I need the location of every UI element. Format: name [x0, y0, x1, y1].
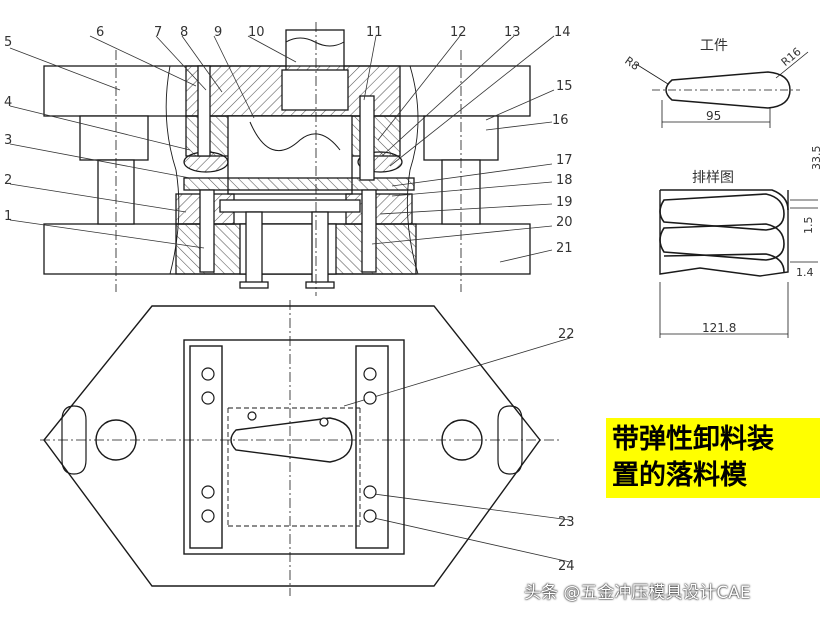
- title-line-2: 置的落料模: [612, 460, 747, 491]
- part-label-6: 6: [96, 25, 104, 40]
- part-label-22: 22: [558, 327, 575, 342]
- plan-holes: [201, 367, 377, 523]
- lower-plate-outline: [43, 305, 541, 587]
- part-label-21: 21: [556, 241, 573, 256]
- part-label-2: 2: [4, 173, 12, 188]
- screw-lower-left: [199, 189, 215, 273]
- push-rod-left: [245, 211, 263, 287]
- workpiece-label: 工件: [700, 38, 728, 54]
- section-view: [43, 22, 531, 296]
- part-label-12: 12: [450, 25, 467, 40]
- title-line-1: 带弹性卸料装: [612, 424, 774, 455]
- workpiece-view: [635, 51, 809, 128]
- part-label-19: 19: [556, 195, 573, 210]
- part-label-18: 18: [556, 173, 573, 188]
- part-label-9: 9: [214, 25, 222, 40]
- workpiece-outline: [665, 71, 791, 109]
- layout-label: 排样图: [692, 170, 734, 186]
- die-opening: [230, 417, 353, 463]
- layout-edge: 1.4: [796, 266, 814, 279]
- strip-layout-view: [659, 189, 818, 338]
- title-box: 带弹性卸料装 置的落料模: [606, 418, 820, 498]
- screw-right: [359, 95, 375, 181]
- part-label-10: 10: [248, 25, 265, 40]
- layout-gap-step: 1.5: [802, 217, 815, 235]
- part-label-17: 17: [556, 153, 573, 168]
- plan-view: [40, 300, 560, 596]
- part-label-14: 14: [554, 25, 571, 40]
- part-label-8: 8: [180, 25, 188, 40]
- workpiece-r8: R8: [622, 54, 641, 73]
- part-label-20: 20: [556, 215, 573, 230]
- part-label-13: 13: [504, 25, 521, 40]
- part-number-labels: 5 6 7 8 9 10 11 12 13 14 15 16 4 3 2 1 1…: [4, 25, 575, 574]
- part-label-15: 15: [556, 79, 573, 94]
- part-label-7: 7: [154, 25, 162, 40]
- push-rod-right: [311, 211, 329, 287]
- watermark: 头条 @五金冲压模具设计CAE: [524, 583, 751, 603]
- layout-pitch: 33.5: [810, 146, 823, 171]
- screw-lower-right: [361, 189, 377, 273]
- die-block: [183, 339, 405, 555]
- stripper-plate: [183, 177, 415, 191]
- part-label-16: 16: [552, 113, 569, 128]
- part-label-3: 3: [4, 133, 12, 148]
- workpiece-length: 95: [706, 109, 721, 123]
- part-label-23: 23: [558, 515, 575, 530]
- workpiece-r16: R16: [779, 45, 804, 69]
- layout-width: 121.8: [702, 321, 736, 335]
- part-label-24: 24: [558, 559, 575, 574]
- guide-bush-left: [79, 115, 149, 161]
- part-label-11: 11: [366, 25, 383, 40]
- part-label-1: 1: [4, 209, 12, 224]
- screw-left: [197, 65, 211, 157]
- part-label-5: 5: [4, 35, 12, 50]
- leader-lines: [9, 35, 571, 563]
- part-label-4: 4: [4, 95, 12, 110]
